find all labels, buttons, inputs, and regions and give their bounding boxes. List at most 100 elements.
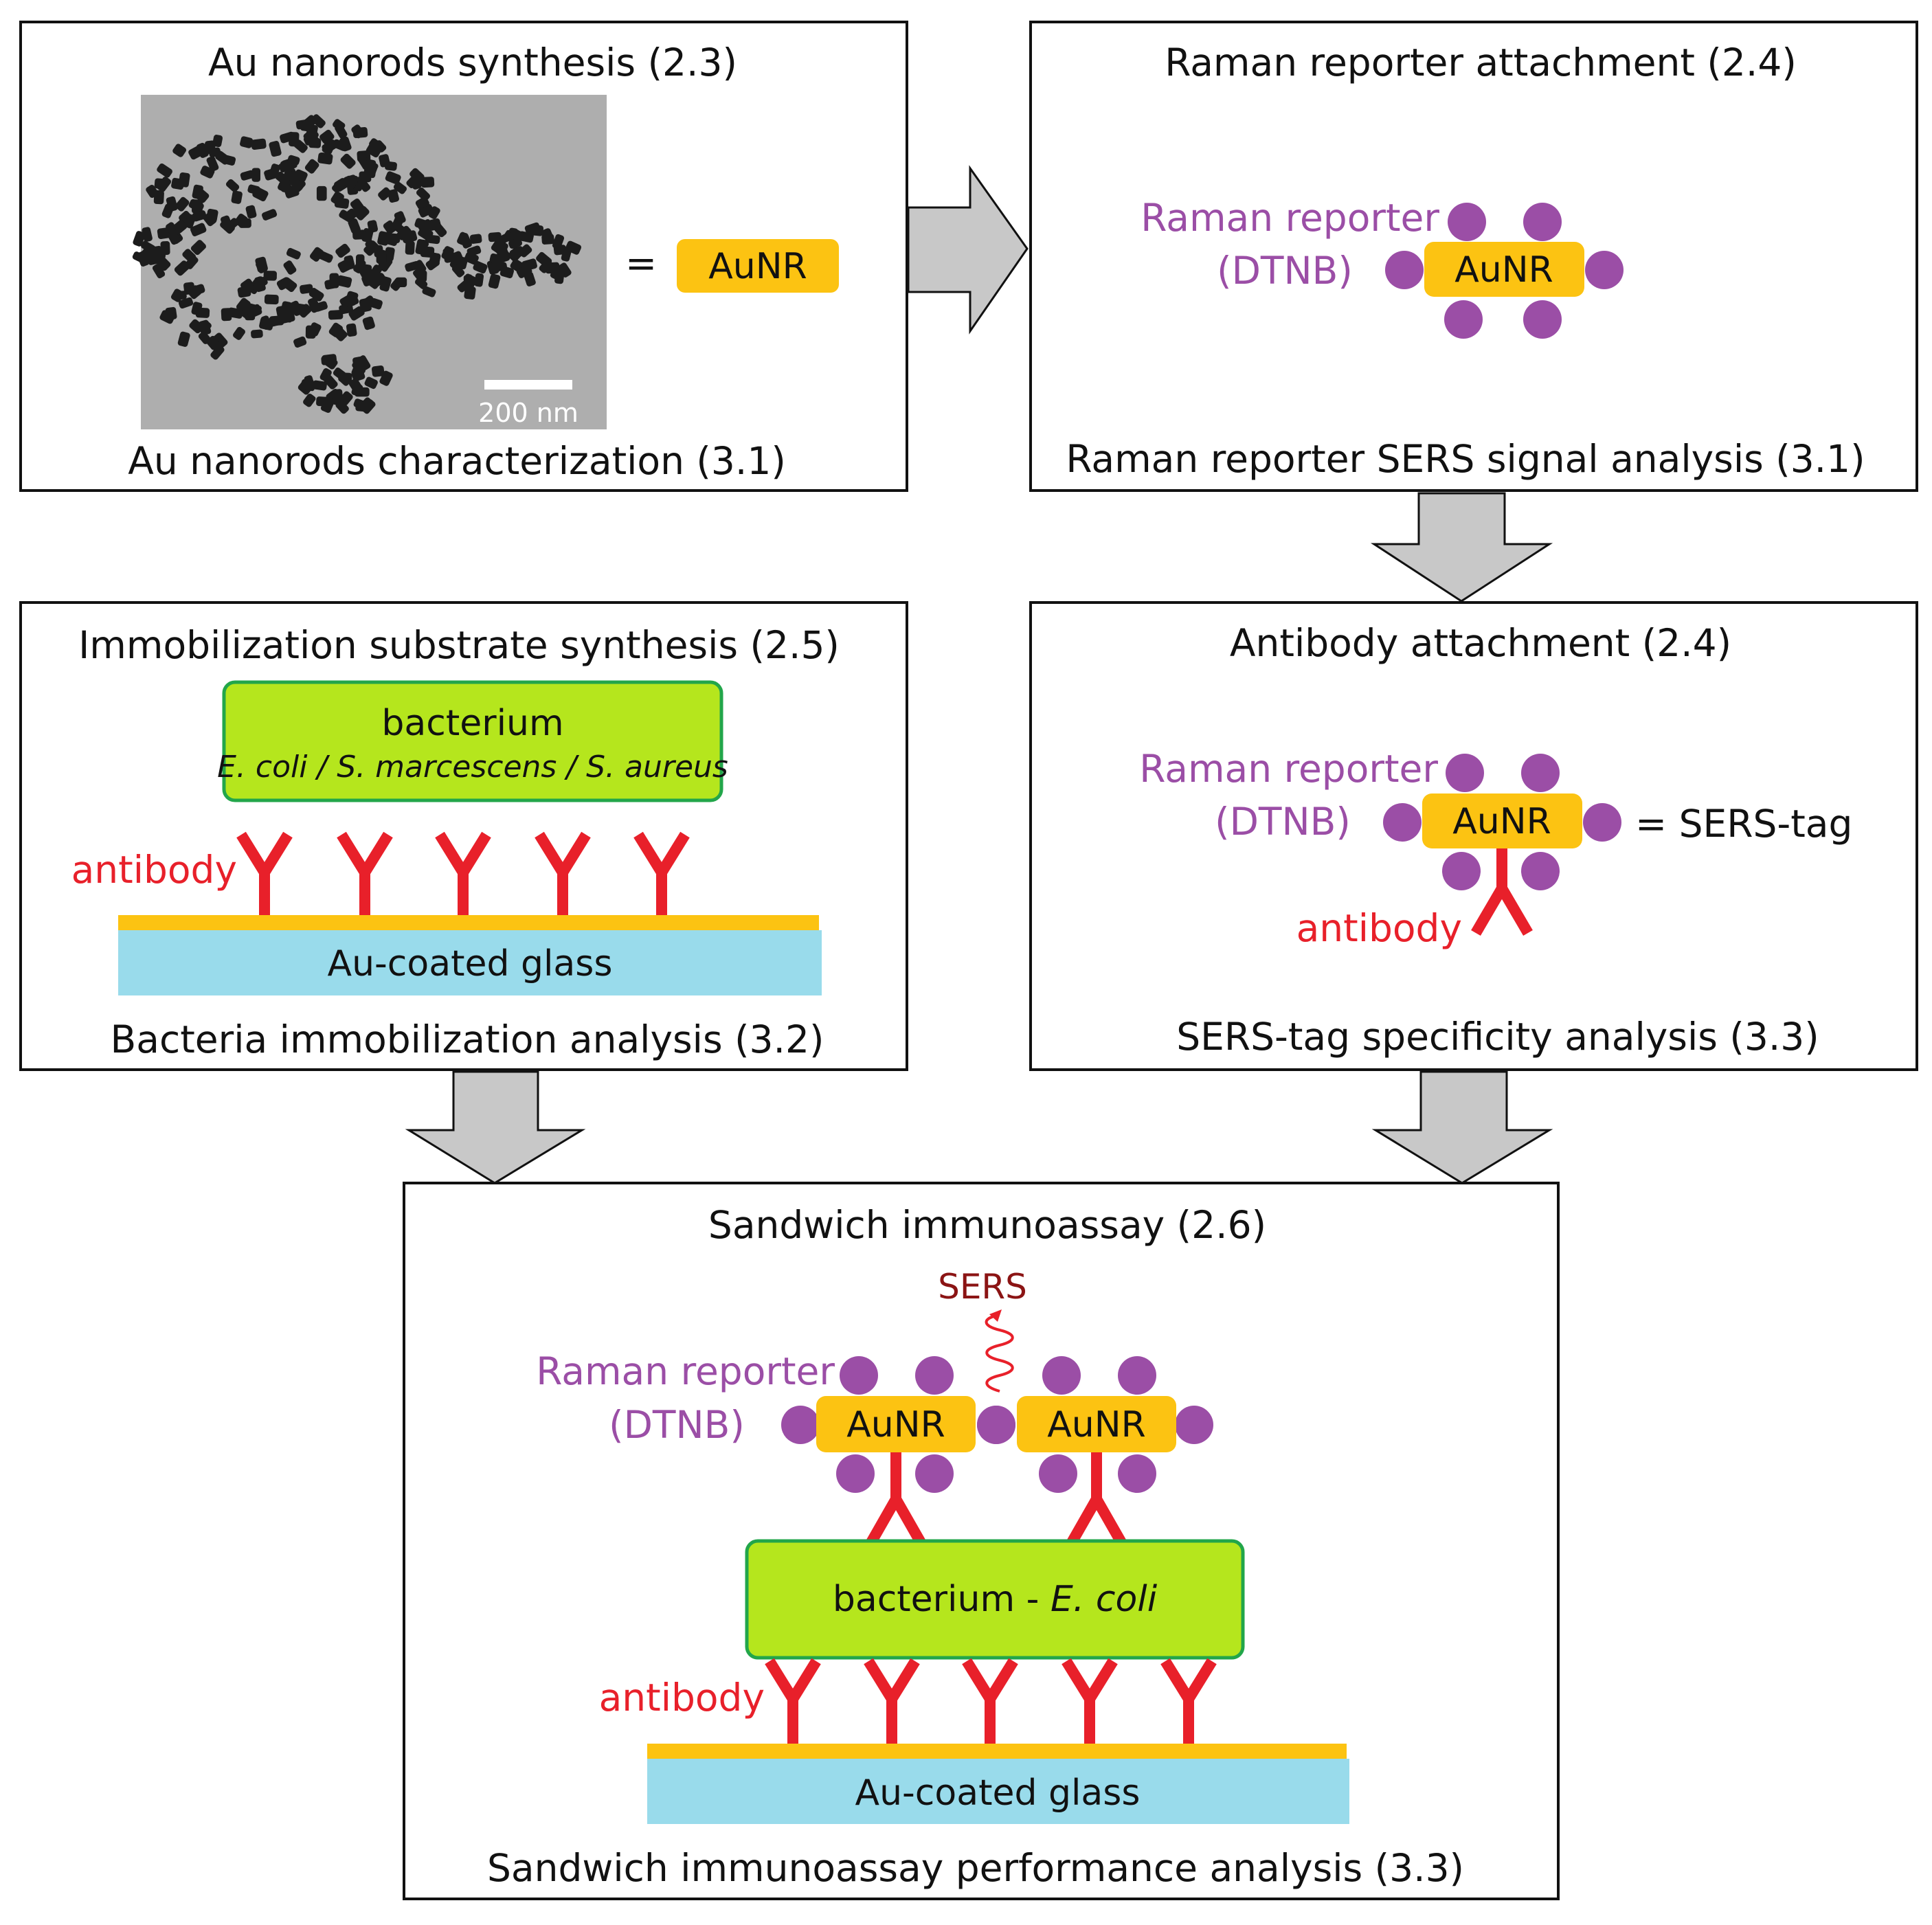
aunr-symbol	[1424, 242, 1584, 297]
sers-signal-arrowhead	[989, 1309, 1002, 1322]
nanorod-particle	[293, 336, 307, 348]
nanorod-particle	[316, 185, 327, 201]
nanorod-particle	[351, 363, 363, 377]
nanorod-particle	[383, 220, 397, 234]
reporter-dot	[1042, 1356, 1081, 1395]
nanorod-particle	[361, 399, 376, 414]
nanorod-particle	[328, 310, 344, 320]
nanorod-particle	[340, 153, 356, 169]
nanorod-particle	[355, 387, 370, 397]
nanorod-particle	[160, 241, 170, 256]
nanorod-particle	[362, 316, 375, 330]
panel-antibody-attachment: Antibody attachment (2.4) Raman reporter…	[1029, 601, 1918, 1071]
nanorod-particle	[174, 291, 187, 300]
nanorod-particle	[283, 260, 297, 275]
nanorod-particle	[324, 374, 338, 390]
nanorod-particle	[357, 355, 371, 371]
nanorod-particle	[561, 247, 572, 262]
nanorod-particle	[464, 286, 476, 300]
glass-substrate	[647, 1759, 1349, 1824]
nanorod-particle	[371, 365, 385, 377]
nanorod-particle	[464, 251, 479, 265]
tem-micrograph: 200 nm	[132, 95, 607, 429]
antibody-label: antibody	[599, 1676, 765, 1720]
reporter-dot	[1118, 1454, 1156, 1493]
nanorod-particle	[191, 302, 203, 315]
reporter-dot	[1039, 1454, 1077, 1493]
nanorod-particle	[304, 375, 315, 389]
antibody-y	[435, 831, 491, 915]
arrow-down	[1370, 492, 1553, 603]
nanorod-particle	[346, 323, 357, 337]
nanorod-particle	[147, 245, 163, 258]
nanorod-particle	[495, 241, 508, 256]
antibody-inverted-y	[866, 1452, 925, 1545]
nanorod-particle	[312, 380, 327, 391]
nanorod-particle	[348, 306, 365, 321]
glass-label: Au-coated glass	[328, 943, 613, 984]
reporter-dot	[915, 1454, 954, 1493]
nanorod-particle	[317, 153, 333, 165]
nanorod-particle	[269, 141, 282, 157]
bacterium-species: E. coli / S. marcescens / S. aureus	[217, 750, 728, 785]
nanorod-particle	[289, 132, 300, 147]
reporter-dot	[1523, 203, 1562, 241]
sers-signal-wave	[985, 1314, 1014, 1393]
nanorod-particle	[335, 400, 349, 414]
reporter-molecules	[1383, 754, 1621, 890]
nanorod-particle	[469, 234, 482, 244]
antibody-y	[1160, 1658, 1217, 1744]
reporter-dot	[1583, 803, 1621, 842]
nanorod-particle	[394, 211, 406, 225]
nanorod-particle	[488, 273, 501, 289]
nanorod-particle	[245, 205, 257, 219]
nanorod-particle	[467, 245, 482, 257]
aunr-symbol	[816, 1396, 976, 1452]
nanorod-particle	[321, 355, 335, 365]
raman-reporter-label: Raman reporter	[1141, 196, 1439, 240]
nanorod-particle	[178, 297, 194, 309]
nanorod-particle	[353, 258, 366, 273]
nanorod-particle	[334, 197, 350, 209]
reporter-dot	[1118, 1356, 1156, 1395]
nanorod-particle	[182, 249, 196, 262]
nanorod-particle	[264, 294, 279, 305]
nanorod-particle	[406, 173, 421, 188]
sers-tag-label: = SERS-tag	[1635, 802, 1852, 846]
nanorod-particle	[267, 316, 280, 328]
nanorod-particle	[329, 273, 339, 289]
nanorod-particle	[221, 308, 232, 322]
nanorod-particle	[428, 206, 440, 220]
nanorod-particle	[415, 196, 429, 210]
panel-4-footer: SERS-tag specificity analysis (3.3)	[1176, 1015, 1819, 1059]
nanorod-particle	[278, 181, 293, 194]
antibody-label: antibody	[1296, 906, 1462, 950]
nanorod-particles	[132, 114, 582, 414]
sers-signal-label: SERS	[938, 1267, 1027, 1307]
antibody-row	[236, 831, 690, 915]
nanorod-particle	[198, 319, 212, 336]
scale-bar	[484, 380, 572, 390]
bacterium-box	[222, 680, 723, 802]
antibody-y	[962, 1658, 1018, 1744]
panel-3-title: Immobilization substrate synthesis (2.5)	[78, 623, 840, 667]
panel-5-title: Sandwich immunoassay (2.6)	[708, 1203, 1266, 1247]
arrow-down	[1371, 1070, 1553, 1184]
reporter-dot	[836, 1454, 875, 1493]
reporter-dot	[915, 1356, 954, 1395]
nanorod-particle	[333, 389, 344, 404]
nanorod-particle	[133, 231, 146, 247]
nanorod-particle	[152, 263, 166, 279]
arrow-down	[405, 1070, 586, 1184]
nanorod-particle	[303, 133, 319, 146]
nanorod-particle	[240, 136, 254, 148]
reporter-dot	[1521, 852, 1560, 890]
nanorod-particle	[422, 286, 436, 297]
nanorod-particle	[393, 181, 407, 194]
aunr-symbol	[1017, 1396, 1176, 1452]
nanorod-particle	[359, 264, 372, 275]
nanorod-particle	[188, 145, 204, 160]
nanorod-particle	[215, 150, 230, 165]
nanorod-particle	[368, 273, 383, 289]
